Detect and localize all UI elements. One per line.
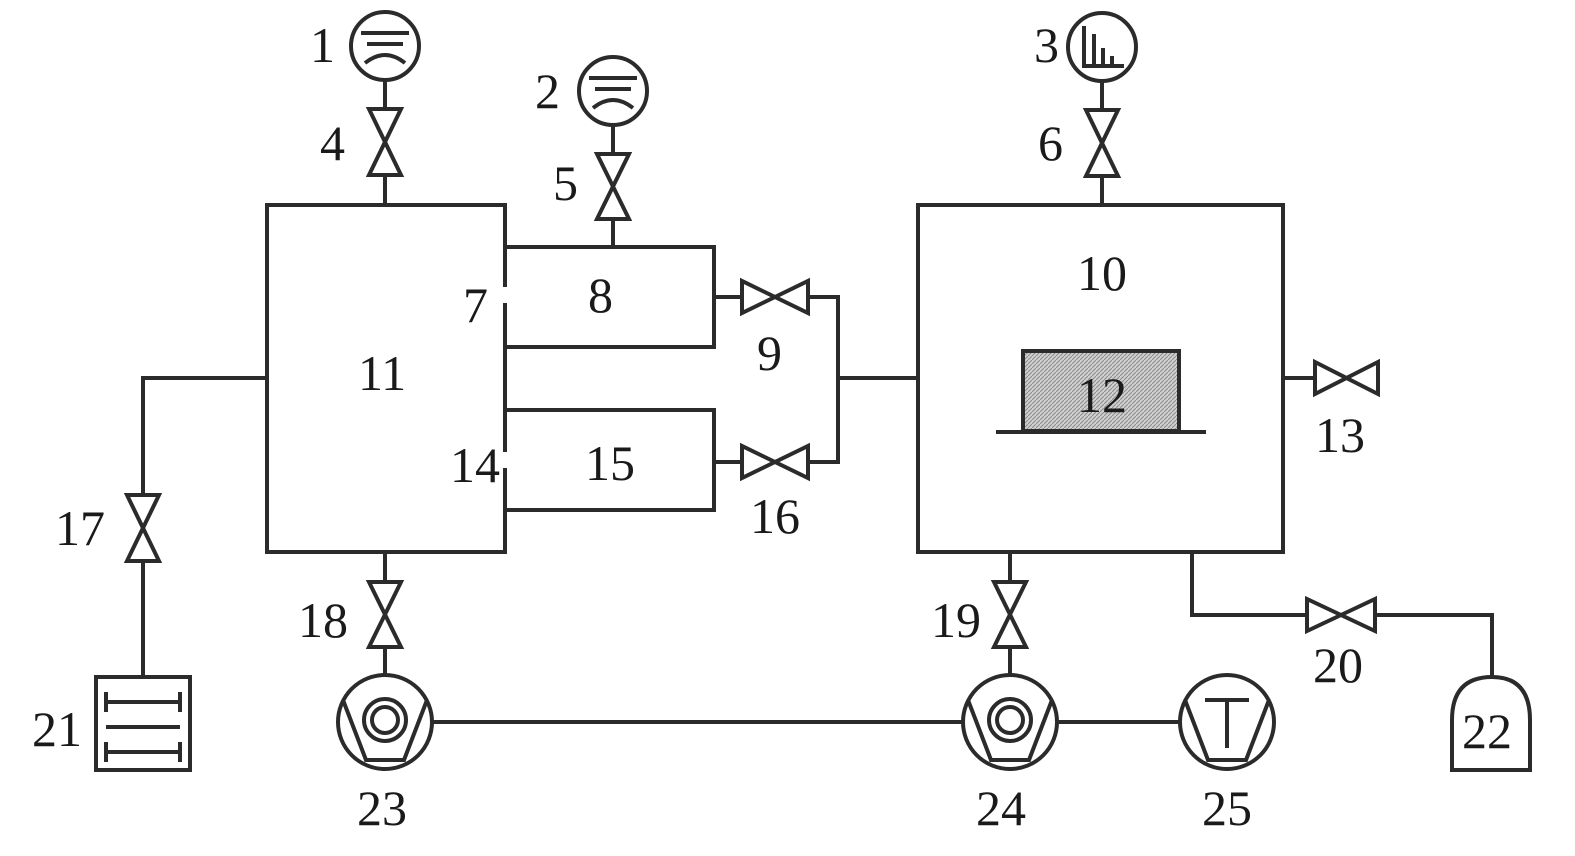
- valve-16: [740, 442, 810, 482]
- valve-20: [1305, 595, 1377, 635]
- label-19: 19: [931, 592, 981, 648]
- label-10: 10: [1077, 245, 1127, 301]
- label-1: 1: [310, 17, 335, 73]
- label-23: 23: [357, 780, 407, 836]
- chamber-11: [265, 203, 507, 554]
- valve-4: [365, 107, 405, 177]
- gas-cylinder-icon: [1450, 674, 1532, 772]
- label-17: 17: [55, 500, 105, 556]
- label-7: 7: [463, 277, 488, 333]
- label-6: 6: [1038, 115, 1063, 171]
- pressure-gauge-icon: [349, 10, 421, 82]
- chamber-15: [505, 408, 716, 512]
- label-12: 12: [1077, 367, 1127, 423]
- opening-14: [502, 452, 508, 468]
- label-11: 11: [358, 345, 406, 401]
- component-labels: 1 2 3 4 5 6 7 8 9 10 11 12 13 14 15 16 1…: [32, 17, 1512, 836]
- label-4: 4: [320, 115, 345, 171]
- turbo-pump-icon: [336, 673, 434, 771]
- label-3: 3: [1034, 17, 1059, 73]
- valve-19: [990, 580, 1030, 649]
- valve-13: [1313, 358, 1380, 398]
- label-18: 18: [298, 592, 348, 648]
- pressure-gauge-icon: [577, 55, 649, 127]
- label-13: 13: [1315, 407, 1365, 463]
- label-9: 9: [757, 325, 782, 381]
- pipes: [141, 72, 1494, 724]
- label-24: 24: [976, 780, 1026, 836]
- valve-5: [593, 152, 633, 221]
- opening-7: [502, 287, 508, 303]
- valve-17: [123, 493, 163, 563]
- label-16: 16: [750, 488, 800, 544]
- turbo-pump-icon: [961, 673, 1059, 771]
- label-2: 2: [535, 63, 560, 119]
- label-5: 5: [553, 155, 578, 211]
- label-20: 20: [1313, 637, 1363, 693]
- roughing-pump-icon: [1178, 673, 1276, 771]
- valve-18: [365, 580, 405, 649]
- label-22: 22: [1462, 703, 1512, 759]
- label-21: 21: [32, 701, 82, 757]
- label-8: 8: [588, 267, 613, 323]
- spectrometer-icon: [1066, 11, 1138, 83]
- valve-9: [740, 277, 810, 317]
- label-25: 25: [1202, 780, 1252, 836]
- valve-6: [1082, 108, 1122, 178]
- chamber-8: [505, 245, 716, 349]
- label-14: 14: [450, 437, 500, 493]
- sample-stage: [996, 349, 1206, 434]
- gas-supply-icon: [94, 675, 192, 772]
- label-15: 15: [585, 435, 635, 491]
